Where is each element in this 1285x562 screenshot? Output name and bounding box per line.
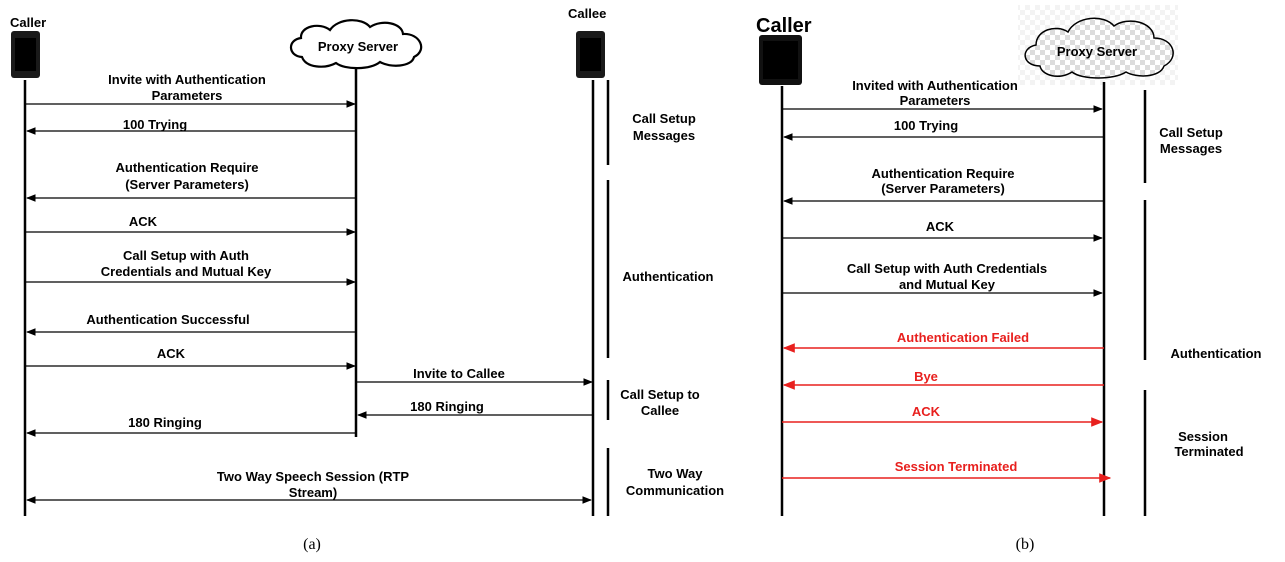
svg-text:ACK: ACK <box>129 214 158 229</box>
message-call-setup-auth: Call Setup with Auth Credentials and Mut… <box>25 248 356 286</box>
svg-text:Parameters: Parameters <box>900 93 971 108</box>
svg-text:ACK: ACK <box>912 404 941 419</box>
svg-text:Messages: Messages <box>633 128 695 143</box>
svg-text:Stream): Stream) <box>289 485 337 500</box>
phone-icon <box>11 31 40 78</box>
message-speech-session: Two Way Speech Session (RTP Stream) <box>26 469 592 504</box>
svg-text:Bye: Bye <box>914 369 938 384</box>
svg-text:180 Ringing: 180 Ringing <box>128 415 202 430</box>
svg-text:Call Setup to: Call Setup to <box>620 387 700 402</box>
message-ack: ACK <box>25 214 356 236</box>
cloud-icon <box>289 19 423 70</box>
diagram-b: Caller Proxy Server Invited with Authent… <box>756 5 1262 553</box>
svg-text:(Server Parameters): (Server Parameters) <box>125 177 249 192</box>
svg-text:Call Setup: Call Setup <box>1159 125 1223 140</box>
svg-text:Communication: Communication <box>626 483 724 498</box>
phase-two-way-communication: Two Way Communication <box>606 448 724 516</box>
svg-text:Credentials and Mutual Key: Credentials and Mutual Key <box>101 264 272 279</box>
svg-text:and Mutual Key: and Mutual Key <box>899 277 996 292</box>
message-auth-require: Authentication Require (Server Parameter… <box>783 166 1104 205</box>
phone-icon <box>759 35 802 85</box>
message-180-ringing: 180 Ringing <box>357 399 593 419</box>
svg-text:ACK: ACK <box>926 219 955 234</box>
svg-text:Invite with Authentication: Invite with Authentication <box>108 72 266 87</box>
svg-text:Two Way: Two Way <box>648 466 704 481</box>
svg-text:Invite to Callee: Invite to Callee <box>413 366 505 381</box>
message-180-ringing: 180 Ringing <box>26 415 356 437</box>
message-invite: Invite with Authentication Parameters <box>25 72 356 108</box>
phase-call-setup-messages: Call Setup Messages <box>606 80 696 165</box>
phase-authentication: Authentication <box>606 180 714 358</box>
cloud-icon <box>1018 5 1178 85</box>
caption-b: (b) <box>1016 536 1035 553</box>
svg-text:Authentication Require: Authentication Require <box>115 160 258 175</box>
callee-label: Callee <box>568 6 606 21</box>
svg-text:ACK: ACK <box>157 346 186 361</box>
svg-text:Session: Session <box>1178 429 1228 444</box>
svg-text:Invited with Authentication: Invited with Authentication <box>852 78 1018 93</box>
message-auth-require: Authentication Require (Server Parameter… <box>26 160 356 202</box>
message-invite: Invited with Authentication Parameters <box>782 78 1103 113</box>
server-label: Proxy Server <box>1057 44 1137 59</box>
svg-text:Authentication Require: Authentication Require <box>871 166 1014 181</box>
phone-icon <box>576 31 605 78</box>
message-bye: Bye <box>782 369 1104 390</box>
phase-call-setup-messages: Call Setup Messages <box>1143 90 1223 183</box>
svg-text:(Server Parameters): (Server Parameters) <box>881 181 1005 196</box>
message-session-terminated: Session Terminated <box>782 459 1112 483</box>
svg-text:Authentication: Authentication <box>1171 346 1262 361</box>
phase-session-terminated: Session Terminated <box>1143 390 1244 516</box>
message-auth-failed: Authentication Failed <box>782 330 1104 353</box>
message-ack: ACK <box>782 404 1104 427</box>
diagram-a: Caller Callee Proxy Server Invite with A… <box>10 6 724 553</box>
svg-text:Session Terminated: Session Terminated <box>895 459 1018 474</box>
svg-text:180 Ringing: 180 Ringing <box>410 399 484 414</box>
svg-text:100 Trying: 100 Trying <box>894 118 958 133</box>
message-ack: ACK <box>25 346 356 370</box>
phase-call-setup-callee: Call Setup to Callee <box>606 380 700 420</box>
svg-text:Two Way Speech Session (RTP: Two Way Speech Session (RTP <box>217 469 409 484</box>
message-100-trying: 100 Trying <box>783 118 1104 141</box>
message-call-setup-auth: Call Setup with Auth Credentials and Mut… <box>782 261 1103 297</box>
svg-text:Call Setup: Call Setup <box>632 111 696 126</box>
svg-text:Call Setup with Auth: Call Setup with Auth <box>123 248 249 263</box>
svg-text:Callee: Callee <box>641 403 679 418</box>
svg-text:Call Setup with Auth Credentia: Call Setup with Auth Credentials <box>847 261 1047 276</box>
caller-label: Caller <box>10 15 46 30</box>
message-invite-callee: Invite to Callee <box>356 366 593 386</box>
svg-text:Parameters: Parameters <box>152 88 223 103</box>
message-ack: ACK <box>782 219 1103 242</box>
server-label: Proxy Server <box>318 39 398 54</box>
svg-text:Authentication Successful: Authentication Successful <box>86 312 249 327</box>
svg-text:100 Trying: 100 Trying <box>123 117 187 132</box>
message-auth-successful: Authentication Successful <box>26 312 356 336</box>
svg-text:Terminated: Terminated <box>1174 444 1243 459</box>
phase-authentication: Authentication <box>1143 200 1262 361</box>
svg-text:Authentication Failed: Authentication Failed <box>897 330 1029 345</box>
caller-label: Caller <box>756 15 812 37</box>
message-100-trying: 100 Trying <box>26 117 356 135</box>
svg-text:Messages: Messages <box>1160 141 1222 156</box>
caption-a: (a) <box>303 536 321 553</box>
svg-text:Authentication: Authentication <box>623 269 714 284</box>
